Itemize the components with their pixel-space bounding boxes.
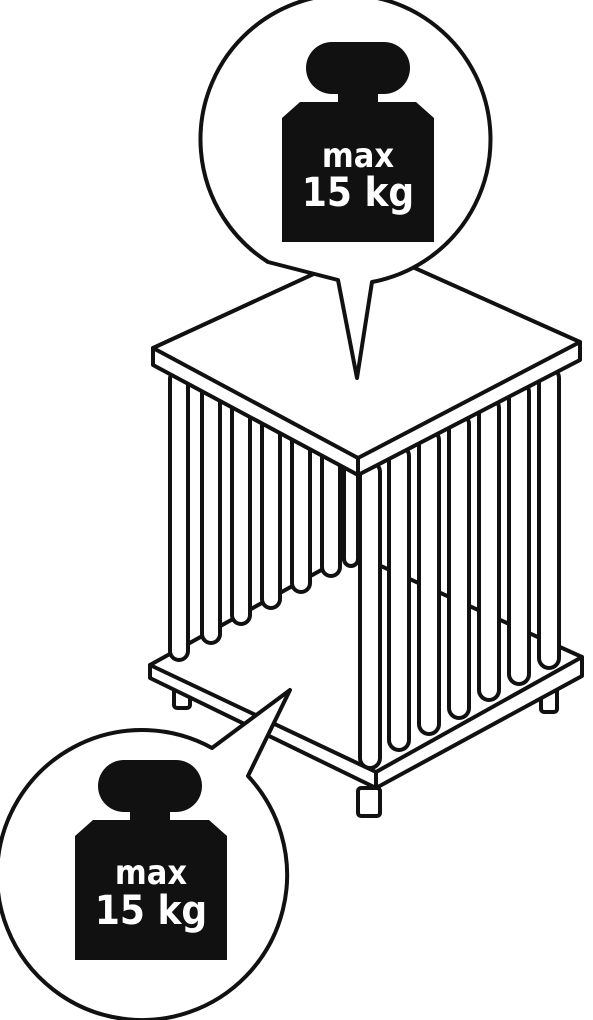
rod bbox=[537, 366, 561, 670]
rod bbox=[358, 460, 382, 770]
foot-front bbox=[356, 786, 382, 818]
rod bbox=[230, 398, 252, 626]
weight-label-max: max bbox=[322, 136, 395, 176]
weight-label-max: max bbox=[115, 853, 188, 893]
rod bbox=[260, 412, 282, 610]
rod bbox=[200, 383, 222, 645]
weight-icon: max 15 kg bbox=[282, 42, 434, 242]
top-callout: max 15 kg bbox=[198, 0, 493, 380]
rod bbox=[290, 427, 312, 594]
left-face-rods bbox=[168, 368, 360, 662]
right-face-rods bbox=[358, 366, 561, 770]
weight-icon: max 15 kg bbox=[75, 760, 227, 960]
rod bbox=[477, 396, 501, 702]
rod bbox=[387, 444, 411, 752]
weight-label-value: 15 kg bbox=[95, 888, 207, 934]
rod bbox=[417, 428, 441, 736]
weight-label-value: 15 kg bbox=[302, 170, 414, 216]
rod bbox=[507, 380, 531, 686]
shelf-unit bbox=[148, 246, 584, 818]
rod bbox=[447, 412, 471, 720]
rod bbox=[168, 368, 190, 662]
bottom-callout: max 15 kg bbox=[0, 688, 292, 1020]
